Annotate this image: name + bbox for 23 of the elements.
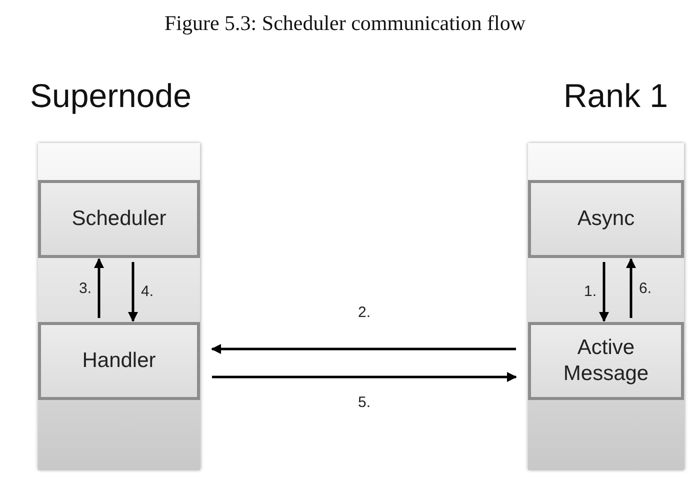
column-heading: Supernode: [30, 76, 192, 116]
component-box: [38, 322, 200, 400]
edge-label: 3.: [79, 280, 92, 298]
column-heading: Rank 1: [563, 76, 668, 116]
component-box: [528, 322, 684, 400]
box-label: Active Message: [562, 335, 650, 387]
edge-label: 1.: [584, 282, 597, 300]
box-label: Handler: [81, 348, 157, 374]
arrow: [626, 258, 636, 318]
edge-label: 2.: [358, 304, 371, 322]
figure-title: Figure 5.3: Scheduler communication flow: [163, 10, 526, 37]
edge-label: 6.: [639, 280, 652, 298]
arrow: [211, 344, 516, 354]
arrow: [212, 372, 517, 382]
arrow: [94, 258, 104, 318]
component-box: [528, 180, 684, 258]
box-label: Async: [576, 206, 636, 232]
arrow: [599, 262, 609, 322]
component-box: [38, 180, 200, 258]
box-label: Scheduler: [70, 206, 168, 232]
edge-label: 4.: [141, 282, 154, 300]
edge-label: 5.: [358, 394, 371, 412]
arrow: [128, 262, 138, 322]
